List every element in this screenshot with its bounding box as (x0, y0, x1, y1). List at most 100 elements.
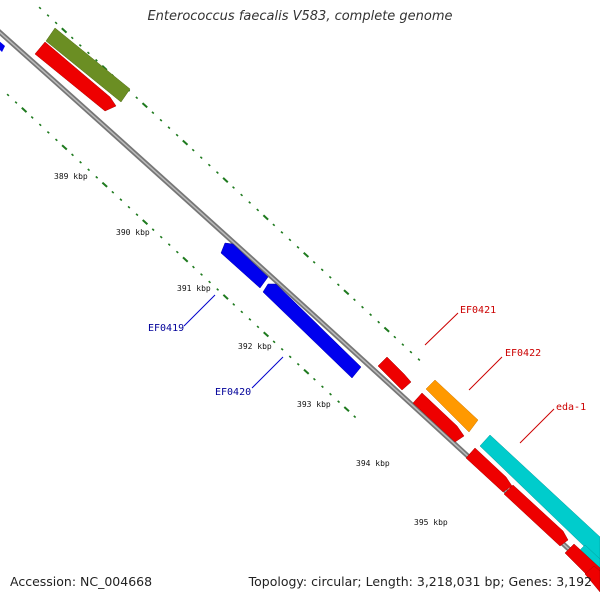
leader-eda-1 (519, 408, 555, 444)
scale-label-391: 391 kbp (177, 284, 211, 293)
tick-mark (182, 139, 189, 146)
tick-mark (256, 208, 260, 212)
map-title: Enterococcus faecalis V583, complete gen… (147, 9, 453, 24)
scale-label-393: 393 kbp (297, 400, 331, 409)
tick-mark (175, 250, 179, 254)
tick-mark (192, 265, 195, 269)
tick-mark (353, 415, 357, 419)
tick-mark (222, 294, 229, 300)
gene-EF0419[interactable] (220, 242, 269, 289)
tick-mark (216, 288, 220, 291)
tick-mark (336, 283, 340, 287)
tick-mark (191, 148, 195, 152)
tick-mark (200, 273, 203, 276)
tick-marks (6, 6, 421, 419)
tick-mark (248, 318, 252, 321)
gene-eda-1[interactable] (479, 434, 600, 566)
tick-mark (240, 310, 244, 314)
tick-mark (288, 355, 292, 359)
gene-red-mid-2[interactable] (465, 447, 513, 493)
tick-mark (303, 251, 310, 258)
tick-mark (240, 193, 244, 197)
genome-summary: Topology: circular; Length: 3,218,031 bp… (248, 574, 592, 589)
tick-mark (70, 36, 74, 40)
tick-mark (46, 131, 50, 134)
tick-mark (222, 177, 229, 183)
tick-mark (135, 96, 139, 100)
tick-mark (14, 101, 18, 104)
tick-mark (296, 362, 300, 366)
tick-mark (256, 325, 260, 329)
tick-mark (142, 219, 149, 226)
gene-labels: EF0419 EF0420 EF0421 EF0422 eda-1 (148, 305, 586, 413)
tick-mark (38, 123, 42, 127)
tick-mark (320, 268, 324, 272)
tick-mark (232, 186, 235, 189)
tick-mark (312, 377, 316, 381)
scale-label-390: 390 kbp (116, 228, 150, 237)
tick-mark (401, 343, 405, 346)
tick-mark (71, 153, 74, 157)
tick-mark (151, 228, 155, 232)
tick-mark (296, 245, 300, 249)
tick-mark (215, 171, 219, 174)
tick-mark (61, 27, 68, 34)
tick-mark (329, 392, 332, 396)
gene-olive-top[interactable] (45, 27, 131, 103)
tick-mark (141, 102, 148, 109)
leader-EF0419 (183, 294, 216, 327)
tick-mark (207, 163, 211, 167)
tick-mark (78, 44, 82, 47)
tick-mark (337, 400, 341, 404)
tick-mark (175, 133, 179, 137)
label-leaders (183, 294, 555, 444)
tick-mark (135, 213, 139, 217)
tick-mark (119, 198, 123, 202)
leader-EF0421 (424, 312, 459, 346)
tick-mark (54, 21, 58, 25)
scale-label-392: 392 kbp (238, 342, 272, 351)
tick-mark (30, 116, 34, 119)
gene-red-top[interactable] (34, 41, 117, 112)
tick-mark (95, 58, 98, 62)
tick-mark (159, 118, 163, 122)
gene-label-EF0419[interactable]: EF0419 (148, 323, 184, 334)
tick-mark (303, 368, 310, 375)
tick-mark (21, 107, 28, 113)
tick-mark (383, 326, 390, 333)
scale-label-395: 395 kbp (414, 518, 448, 527)
tick-mark (280, 231, 284, 234)
gene-label-eda-1[interactable]: eda-1 (556, 402, 586, 413)
tick-mark (61, 144, 68, 151)
tick-mark (38, 6, 42, 10)
tick-mark (101, 181, 108, 188)
gene-red-mid-1[interactable] (412, 392, 465, 443)
tick-mark (393, 335, 397, 339)
tick-mark (263, 331, 270, 338)
tick-mark (86, 51, 90, 55)
tick-mark (127, 205, 131, 209)
gene-label-EF0421[interactable]: EF0421 (460, 305, 496, 316)
gene-red-low-1[interactable] (503, 484, 569, 547)
gene-EF0420[interactable] (262, 283, 362, 379)
tick-mark (95, 175, 99, 179)
tick-mark (343, 289, 350, 296)
scale-label-389: 389 kbp (54, 172, 88, 181)
gene-blue-left-edge[interactable] (0, 40, 5, 52)
tick-mark (312, 260, 316, 264)
gene-EF0421[interactable] (377, 356, 412, 391)
gene-label-EF0422[interactable]: EF0422 (505, 348, 541, 359)
gene-red-bottom[interactable] (584, 565, 600, 593)
tick-mark (272, 340, 276, 344)
gene-EF0422[interactable] (425, 379, 479, 433)
tick-mark (262, 214, 269, 221)
tick-mark (272, 223, 276, 227)
tick-mark (111, 190, 115, 194)
tick-mark (46, 14, 50, 17)
accession-label: Accession: NC_004668 (10, 574, 153, 589)
tick-mark (353, 298, 356, 302)
gene-label-EF0420[interactable]: EF0420 (215, 387, 251, 398)
tick-mark (159, 235, 163, 239)
